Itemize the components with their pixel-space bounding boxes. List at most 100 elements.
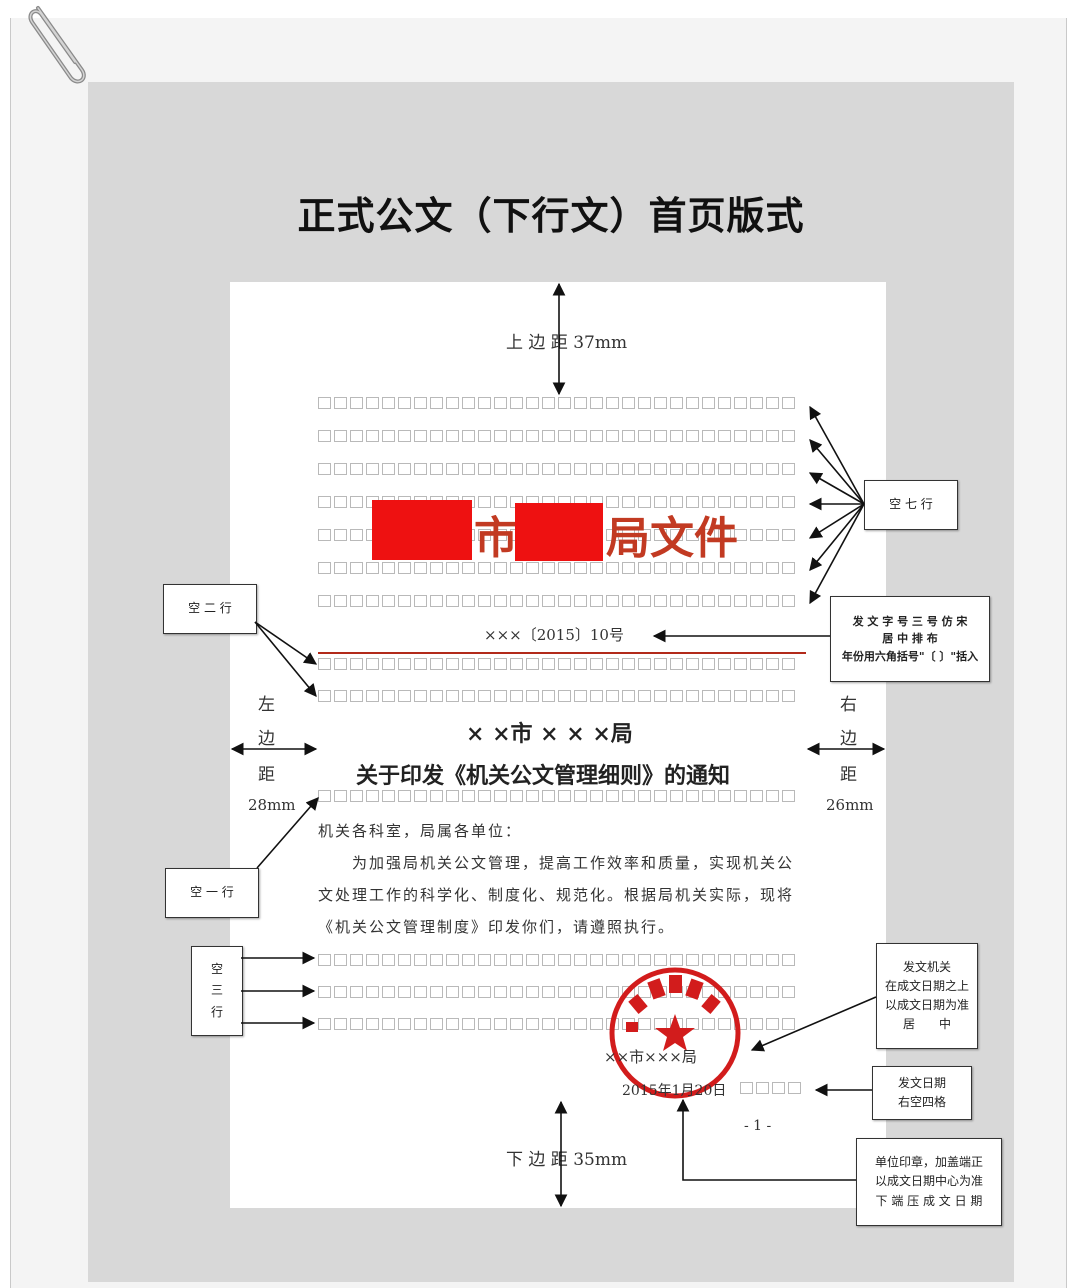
grid-square bbox=[366, 562, 379, 574]
grid-square bbox=[318, 595, 331, 607]
grid-square bbox=[334, 1018, 347, 1030]
grid-square bbox=[766, 496, 779, 508]
grid-square bbox=[734, 690, 747, 702]
grid-square bbox=[430, 658, 443, 670]
grid-square bbox=[414, 430, 427, 442]
grid-square bbox=[350, 529, 363, 541]
callout-seven-rows: 空 七 行 bbox=[864, 480, 958, 530]
grid-square bbox=[366, 595, 379, 607]
grid-square bbox=[494, 690, 507, 702]
grid-square bbox=[734, 986, 747, 998]
grid-square bbox=[494, 397, 507, 409]
grid-square bbox=[734, 463, 747, 475]
grid-square bbox=[430, 954, 443, 966]
grid-square bbox=[766, 986, 779, 998]
grid-square bbox=[766, 529, 779, 541]
grid-square bbox=[478, 496, 491, 508]
grid-square bbox=[462, 986, 475, 998]
grid-square bbox=[478, 954, 491, 966]
grid-square bbox=[756, 1082, 769, 1094]
grid-square bbox=[782, 595, 795, 607]
grid-square bbox=[446, 397, 459, 409]
grid-square bbox=[766, 954, 779, 966]
grid-square bbox=[718, 562, 731, 574]
grid-square bbox=[318, 529, 331, 541]
grid-square bbox=[446, 463, 459, 475]
redacted-city-block bbox=[372, 500, 472, 560]
grid-square bbox=[686, 529, 699, 541]
grid-square bbox=[750, 463, 763, 475]
grid-square bbox=[382, 397, 395, 409]
grid-square bbox=[494, 658, 507, 670]
grid-square bbox=[494, 790, 507, 802]
grid-square bbox=[494, 430, 507, 442]
grid-square bbox=[782, 397, 795, 409]
grid-square bbox=[414, 397, 427, 409]
grid-square bbox=[702, 529, 715, 541]
grid-square bbox=[590, 690, 603, 702]
grid-square bbox=[558, 1018, 571, 1030]
grid-square bbox=[414, 658, 427, 670]
grid-square bbox=[622, 658, 635, 670]
grid-square bbox=[350, 986, 363, 998]
grid-square bbox=[718, 658, 731, 670]
grid-square bbox=[686, 430, 699, 442]
left-margin-value: 28mm bbox=[248, 796, 296, 814]
grid-square bbox=[574, 986, 587, 998]
grid-square bbox=[670, 397, 683, 409]
grid-square bbox=[430, 463, 443, 475]
grid-square bbox=[510, 562, 523, 574]
grid-square bbox=[398, 562, 411, 574]
grid-square bbox=[526, 658, 539, 670]
grid-square bbox=[318, 790, 331, 802]
grid-square bbox=[334, 954, 347, 966]
grid-square bbox=[702, 463, 715, 475]
grid-square bbox=[526, 790, 539, 802]
grid-square bbox=[654, 690, 667, 702]
grid-square bbox=[766, 595, 779, 607]
grid-square bbox=[318, 658, 331, 670]
grid-square bbox=[750, 790, 763, 802]
grid-square bbox=[350, 562, 363, 574]
grid-square bbox=[414, 463, 427, 475]
red-separator-line bbox=[318, 652, 806, 654]
grid-row bbox=[318, 595, 808, 611]
grid-square bbox=[350, 463, 363, 475]
grid-square bbox=[782, 463, 795, 475]
grid-square bbox=[766, 397, 779, 409]
grid-square bbox=[430, 690, 443, 702]
grid-square bbox=[702, 690, 715, 702]
grid-square bbox=[734, 954, 747, 966]
grid-square bbox=[750, 658, 763, 670]
grid-square bbox=[318, 1018, 331, 1030]
grid-square bbox=[574, 658, 587, 670]
grid-square bbox=[638, 463, 651, 475]
grid-square bbox=[398, 986, 411, 998]
grid-square bbox=[318, 397, 331, 409]
grid-square bbox=[766, 562, 779, 574]
grid-square bbox=[510, 1018, 523, 1030]
grid-square bbox=[622, 986, 635, 998]
callout-text: 居 中 bbox=[902, 1017, 951, 1032]
grid-square bbox=[558, 790, 571, 802]
callout-text: 三 bbox=[210, 983, 223, 998]
grid-square bbox=[654, 954, 667, 966]
callout-text: 单位印章，加盖端正 bbox=[874, 1155, 983, 1170]
grid-square bbox=[750, 397, 763, 409]
grid-square bbox=[750, 529, 763, 541]
grid-row bbox=[318, 1018, 808, 1034]
grid-square bbox=[734, 790, 747, 802]
grid-square bbox=[542, 397, 555, 409]
grid-square bbox=[350, 595, 363, 607]
callout-text: 行 bbox=[210, 1004, 223, 1019]
grid-square bbox=[782, 790, 795, 802]
grid-square bbox=[542, 986, 555, 998]
grid-square bbox=[638, 397, 651, 409]
left-margin-char: 距 bbox=[258, 765, 275, 785]
official-seal-icon bbox=[609, 967, 741, 1099]
grid-square bbox=[654, 463, 667, 475]
grid-square bbox=[334, 790, 347, 802]
grid-square bbox=[462, 790, 475, 802]
grid-square bbox=[574, 954, 587, 966]
grid-square bbox=[446, 562, 459, 574]
